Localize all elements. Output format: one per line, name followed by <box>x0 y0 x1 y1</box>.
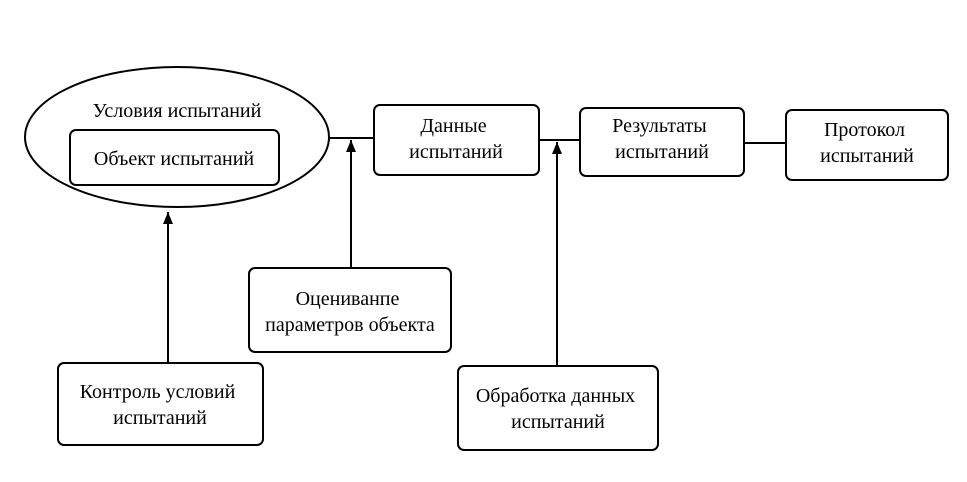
parameter-evaluation-node: Оцениванпе параметров объекта <box>248 267 452 353</box>
test-protocol-box <box>785 109 949 181</box>
test-object-box <box>69 129 280 186</box>
test-results-node: Результаты испытаний <box>579 107 745 177</box>
conditions-control-box <box>57 362 264 446</box>
data-processing-box <box>457 365 659 451</box>
test-protocol-node: Протокол испытаний <box>785 109 949 181</box>
test-results-box <box>579 107 745 177</box>
parameter-evaluation-label: Оцениванпе параметров объекта <box>265 288 435 336</box>
conditions-control-node: Контроль условий испытаний <box>57 362 264 446</box>
test-data-label: Данные испытаний <box>409 115 503 163</box>
connectors <box>163 137 786 366</box>
data-processing-node: Обработка данных испытаний <box>457 365 659 451</box>
test-results-label: Результаты испытаний <box>612 115 711 163</box>
data-processing-label: Обработка данных испытаний <box>476 385 640 433</box>
test-object-label: Объект испытаний <box>94 148 255 170</box>
parameter-evaluation-box <box>248 267 452 353</box>
test-object-node: Объект испытаний <box>69 129 280 186</box>
test-protocol-label: Протокол испытаний <box>820 119 914 167</box>
test-data-node: Данные испытаний <box>373 104 540 176</box>
conditions-control-label: Контроль условий испытаний <box>80 381 241 429</box>
test-conditions-label: Условия испытаний <box>93 100 262 122</box>
test-data-box <box>373 104 540 176</box>
